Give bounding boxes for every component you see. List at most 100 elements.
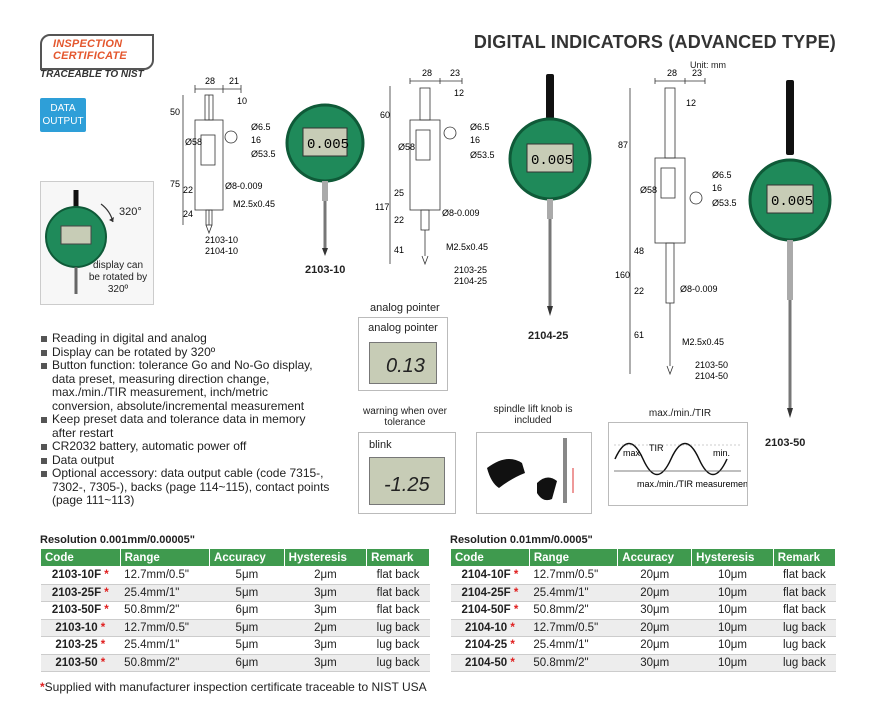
cell-accuracy: 6μm xyxy=(209,654,285,672)
dim-12b: 12 xyxy=(454,88,464,98)
cell-accuracy: 20μm xyxy=(617,566,692,585)
dim-28: 28 xyxy=(205,76,215,86)
certificate-star: * xyxy=(97,621,106,634)
dim-dia58: Ø58 xyxy=(185,137,202,147)
dim-10: 10 xyxy=(237,96,247,106)
blink-panel: blink -1.25 xyxy=(358,432,456,514)
code-a2: 2104-10 xyxy=(205,246,238,256)
dim-12c: 12 xyxy=(686,98,696,108)
cell-hysteresis: 2μm xyxy=(284,619,367,637)
tir-max-label: max. xyxy=(623,448,643,458)
dim-23b: 23 xyxy=(450,68,460,78)
cell-accuracy: 30μm xyxy=(617,601,692,620)
feature-item: Button function: tolerance Go and No-Go … xyxy=(40,358,330,413)
dim-48c: 48 xyxy=(634,246,644,256)
drawing-2103-10: 28 21 10 50 75 22 24 Ø58 Ø6.5 16 Ø53.5 Ø… xyxy=(170,76,276,256)
cell-range: 25.4mm/1" xyxy=(529,584,618,602)
analog-pointer-panel: analog pointer 0.13 xyxy=(358,317,448,391)
dim-75: 75 xyxy=(170,179,180,189)
code-value: 2103-50F xyxy=(51,604,102,617)
certificate-star: * xyxy=(101,586,109,599)
col-code: Code xyxy=(40,548,121,567)
tir-diagram: max. TIR min. max./min./TIR measurement xyxy=(614,442,751,489)
cell-remark: lug back xyxy=(366,654,430,672)
cell-range: 50.8mm/2" xyxy=(529,601,618,620)
cell-range: 12.7mm/0.5" xyxy=(529,619,618,637)
cell-hysteresis: 10μm xyxy=(691,601,774,620)
cell-code: 2104-50 * xyxy=(450,654,530,672)
cell-hysteresis: 2μm xyxy=(284,566,367,585)
col-hysteresis: Hysteresis xyxy=(691,548,774,567)
cell-hysteresis: 10μm xyxy=(691,619,774,637)
cell-code: 2103-50 * xyxy=(40,654,121,672)
blink-caption: warning when over tolerance xyxy=(363,406,447,428)
cell-code: 2104-25 * xyxy=(450,636,530,655)
cell-hysteresis: 10μm xyxy=(691,566,774,585)
code-c2: 2104-50 xyxy=(695,371,728,381)
cell-range: 50.8mm/2" xyxy=(529,654,618,672)
certificate-star: * xyxy=(510,569,519,582)
dim-dia53.5c: Ø53.5 xyxy=(712,198,737,208)
col-accuracy: Accuracy xyxy=(209,548,285,567)
dim-50: 50 xyxy=(170,107,180,117)
blink-lcd: -1.25 xyxy=(369,457,445,505)
cell-accuracy: 5μm xyxy=(209,619,285,637)
tir-min-label: min. xyxy=(713,448,730,458)
dim-61c: 61 xyxy=(634,330,644,340)
spec-table-1: Code Range Accuracy Hysteresis Remark 21… xyxy=(40,548,430,672)
analog-lcd-reading: 0.13 xyxy=(386,355,425,377)
code-value: 2103-10F xyxy=(51,569,102,582)
code-b2: 2104-25 xyxy=(454,276,487,286)
dim-dia6.5b: Ø6.5 xyxy=(470,122,490,132)
data-output-badge: DATA OUTPUT xyxy=(40,98,86,132)
dim-60b: 60 xyxy=(380,110,390,120)
dim-dia6.5c: Ø6.5 xyxy=(712,170,732,180)
model-label-2104-25: 2104-25 xyxy=(528,330,569,342)
dim-24: 24 xyxy=(183,209,193,219)
gauge-2103-10: 0.005 xyxy=(285,103,365,256)
dim-16b: 16 xyxy=(470,135,480,145)
dim-dia53.5b: Ø53.5 xyxy=(470,150,495,160)
dim-dia6.5: Ø6.5 xyxy=(251,122,271,132)
code-value: 2103-50 xyxy=(55,656,98,669)
cell-accuracy: 6μm xyxy=(209,601,285,620)
cell-range: 25.4mm/1" xyxy=(120,636,210,655)
drawing-2104-25: 28 23 12 60 117 25 22 41 Ø58 Ø6.5 16 Ø53… xyxy=(375,68,495,286)
cell-remark: lug back xyxy=(773,654,836,672)
cell-remark: flat back xyxy=(366,584,430,602)
cell-hysteresis: 10μm xyxy=(691,654,774,672)
spec-table-2: Code Range Accuracy Hysteresis Remark 21… xyxy=(450,548,837,672)
cell-remark: flat back xyxy=(773,584,836,602)
cell-range: 50.8mm/2" xyxy=(120,601,210,620)
col-remark: Remark xyxy=(366,548,430,567)
dim-dia53.5: Ø53.5 xyxy=(251,149,276,159)
cell-code: 2103-25 * xyxy=(40,636,121,655)
cell-code: 2104-50F * xyxy=(450,601,530,620)
cell-code: 2103-10 * xyxy=(40,619,121,637)
logo-badge xyxy=(40,34,154,70)
cell-hysteresis: 10μm xyxy=(691,636,774,655)
tir-caption: max./min./TIR xyxy=(648,408,712,419)
rotated-gauge-illustration xyxy=(45,190,114,294)
cell-hysteresis: 3μm xyxy=(284,601,367,620)
resolution-label-2: Resolution 0.01mm/0.0005" xyxy=(450,534,593,546)
code-value: 2103-25F xyxy=(51,586,102,599)
certificate-star: * xyxy=(97,656,106,669)
cell-hysteresis: 3μm xyxy=(284,584,367,602)
rotation-degree: 320° xyxy=(119,206,142,218)
analog-pointer-caption: analog pointer xyxy=(370,302,440,314)
data-output-line1: DATA xyxy=(50,103,76,114)
tir-label: TIR xyxy=(649,443,664,453)
code-b1: 2103-25 xyxy=(454,265,487,275)
certificate-star: * xyxy=(510,604,519,617)
col-remark: Remark xyxy=(772,548,837,567)
col-range: Range xyxy=(119,548,211,567)
rotation-text: display can be rotated by 320º xyxy=(88,260,148,295)
dim-16: 16 xyxy=(251,135,261,145)
code-value: 2104-25 xyxy=(464,639,508,652)
